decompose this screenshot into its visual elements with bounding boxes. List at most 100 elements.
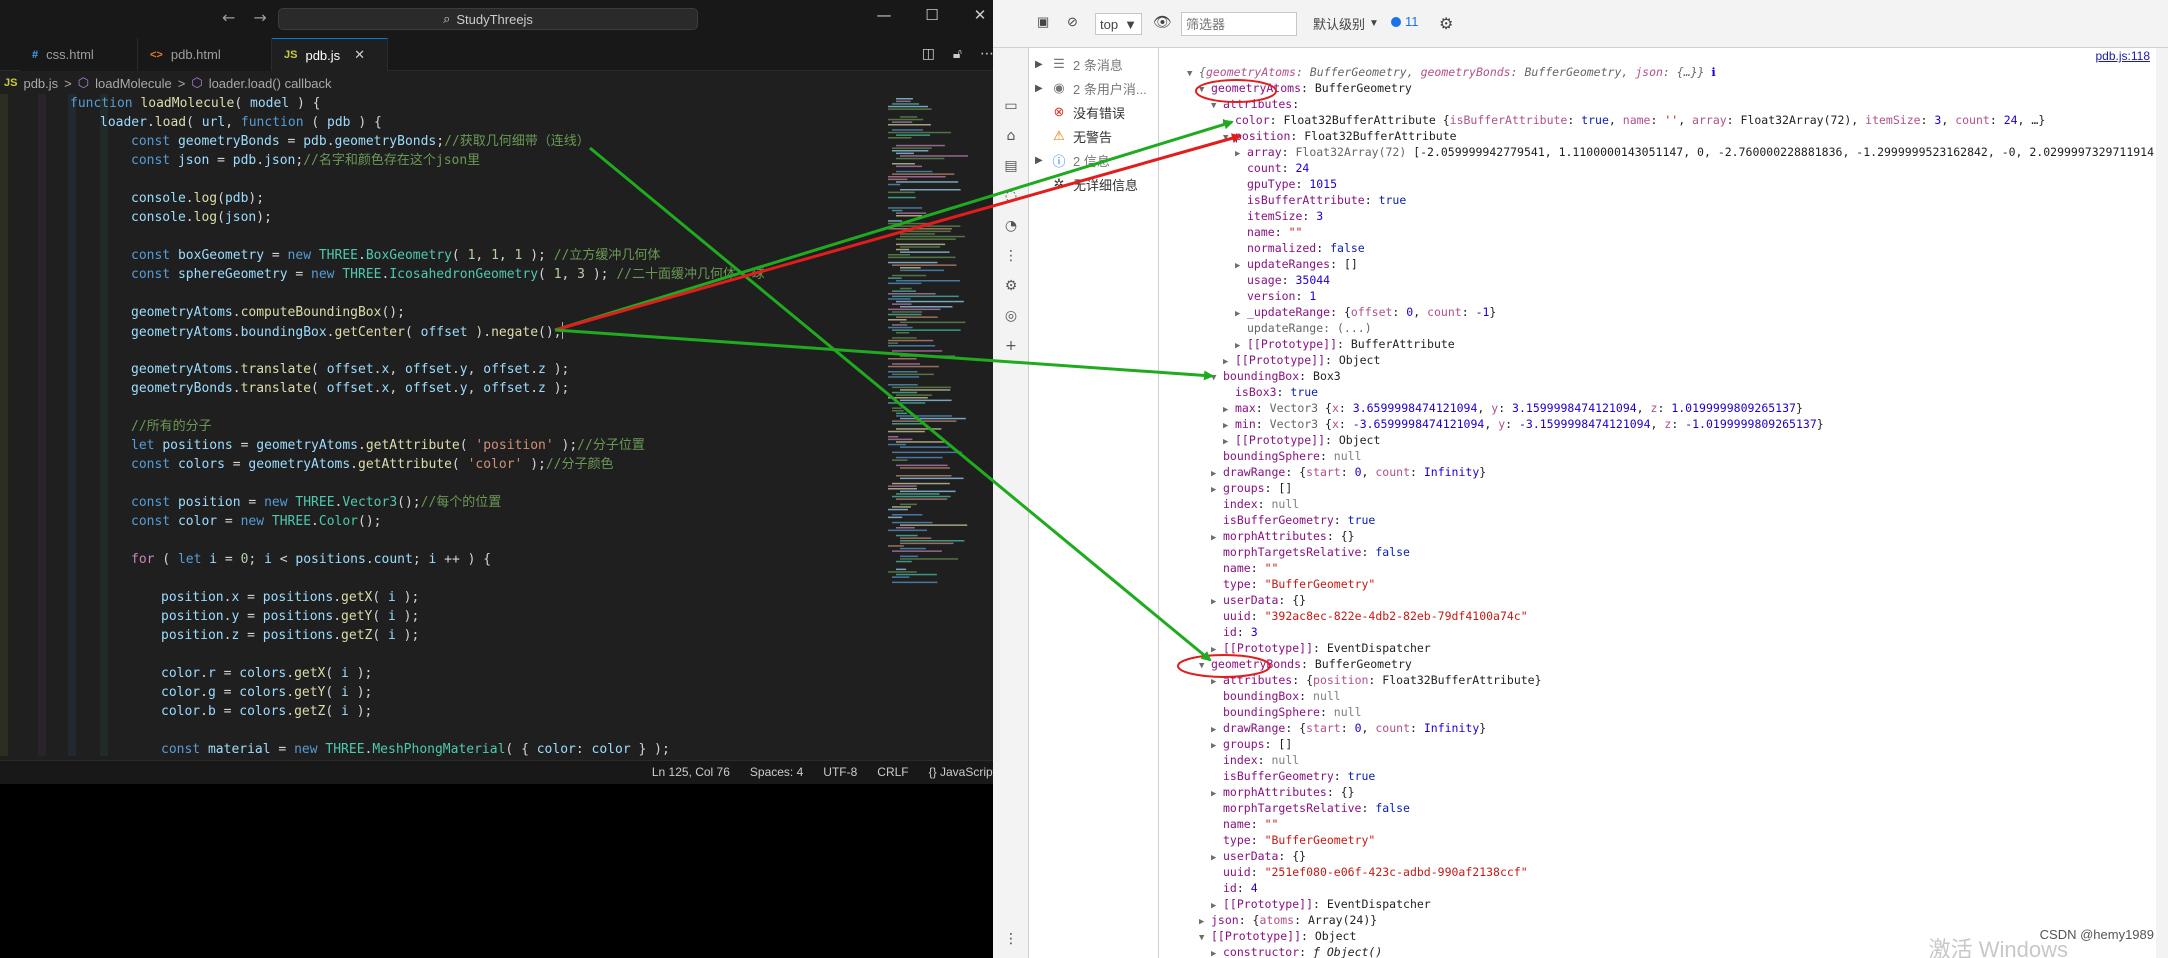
- console-tree-row[interactable]: ▼{geometryAtoms: BufferGeometry, geometr…: [1187, 64, 1716, 80]
- expand-triangle-icon[interactable]: ▶: [1223, 421, 1229, 431]
- expand-triangle-icon[interactable]: ▶: [1211, 789, 1217, 799]
- expand-triangle-icon[interactable]: ▶: [1223, 405, 1229, 415]
- sidebar-toggle-icon[interactable]: ▣: [1037, 14, 1050, 29]
- expand-triangle-icon[interactable]: ▼: [1199, 661, 1205, 671]
- expand-triangle-icon[interactable]: ▶: [1211, 725, 1217, 735]
- console-tree-row[interactable]: ▶morphAttributes: {}: [1211, 784, 1355, 800]
- more-actions-icon[interactable]: ⋯: [980, 46, 994, 62]
- minimize-icon[interactable]: —: [876, 6, 892, 24]
- console-tree-row[interactable]: ▶groups: []: [1211, 736, 1292, 752]
- source-link[interactable]: pdb.js:118: [2095, 49, 2151, 63]
- console-tree-row[interactable]: ▶constructor: ƒ Object(): [1211, 944, 1382, 958]
- console-tree-row[interactable]: ▶updateRanges: []: [1235, 256, 1358, 272]
- console-icon[interactable]: ⌂: [1006, 128, 1016, 144]
- tab-pdb-html[interactable]: <> pdb.html: [138, 38, 272, 71]
- expand-triangle-icon[interactable]: ▼: [1199, 933, 1205, 943]
- sidebar-item-info[interactable]: ▶ ⓘ 2 信息: [1029, 148, 1159, 172]
- breadcrumb-callback[interactable]: loader.load() callback: [208, 75, 332, 91]
- expand-triangle-icon[interactable]: ▶: [1223, 357, 1229, 367]
- console-tree-row[interactable]: ▶[[Prototype]]: Object: [1223, 432, 1380, 448]
- console-tree-row[interactable]: ▶[[Prototype]]: EventDispatcher: [1211, 640, 1431, 656]
- expand-triangle-icon[interactable]: ▶: [1211, 485, 1217, 495]
- sidebar-item-verbose[interactable]: ✲ 无详细信息: [1029, 172, 1159, 196]
- clear-console-icon[interactable]: ⊘: [1067, 14, 1078, 29]
- console-tree-row[interactable]: ▼[[Prototype]]: Object: [1199, 928, 1356, 944]
- expand-triangle-icon[interactable]: ▼: [1199, 85, 1205, 95]
- console-tree-row[interactable]: ▼position: Float32BufferAttribute: [1223, 128, 1457, 144]
- console-tree-row[interactable]: ▶[[Prototype]]: EventDispatcher: [1211, 896, 1431, 912]
- back-arrow-icon[interactable]: ←: [222, 8, 236, 27]
- console-tree-row[interactable]: ▼attributes:: [1211, 96, 1299, 112]
- tab-close-icon[interactable]: ✕: [354, 47, 366, 62]
- console-tree-row[interactable]: ▶drawRange: {start: 0, count: Infinity}: [1211, 720, 1486, 736]
- console-tree-row[interactable]: ▶min: Vector3 {x: -3.6599998474121094, y…: [1223, 416, 1824, 432]
- expand-triangle-icon[interactable]: ▶: [1211, 901, 1217, 911]
- expand-triangle-icon[interactable]: ▶: [1235, 341, 1241, 351]
- sidebar-item-user-messages[interactable]: ▶ ◉ 2 条用户消...: [1029, 76, 1159, 100]
- console-tree-row[interactable]: ▶[[Prototype]]: BufferAttribute: [1235, 336, 1455, 352]
- console-tree-row[interactable]: ▶userData: {}: [1211, 848, 1306, 864]
- console-tree-row[interactable]: ▶groups: []: [1211, 480, 1292, 496]
- encoding[interactable]: UTF-8: [823, 765, 858, 779]
- expand-triangle-icon[interactable]: ▶: [1223, 437, 1229, 447]
- memory-icon[interactable]: ⋮: [1004, 248, 1018, 264]
- sidebar-item-errors[interactable]: ⊗ 没有错误: [1029, 100, 1159, 124]
- forward-arrow-icon[interactable]: →: [253, 8, 267, 27]
- expand-triangle-icon[interactable]: ▶: [1211, 741, 1217, 751]
- tab-pdb-js[interactable]: JS pdb.js ✕: [272, 38, 388, 71]
- tab-css-html[interactable]: # css.html: [20, 38, 138, 71]
- console-tree-row[interactable]: ▼boundingBox: Box3: [1211, 368, 1341, 384]
- command-center-search[interactable]: ⌕ StudyThreejs: [278, 8, 698, 30]
- security-icon[interactable]: ◎: [1004, 308, 1018, 324]
- sidebar-item-messages[interactable]: ▶ ☰ 2 条消息: [1029, 52, 1159, 76]
- console-output[interactable]: pdb.js:118 ▼{geometryAtoms: BufferGeomet…: [1159, 48, 2168, 958]
- expand-triangle-icon[interactable]: ▶: [1211, 853, 1217, 863]
- elements-icon[interactable]: ▭: [1004, 98, 1018, 114]
- line-ending[interactable]: CRLF: [877, 765, 909, 779]
- issues-badge[interactable]: 11: [1391, 14, 1419, 29]
- expand-triangle-icon[interactable]: ▶: [1035, 58, 1043, 70]
- console-tree-row[interactable]: ▼geometryBonds: BufferGeometry: [1199, 656, 1412, 672]
- console-tree-row[interactable]: ▶array: Float32Array(72) [-2.05999994277…: [1235, 144, 2161, 160]
- expand-triangle-icon[interactable]: ▶: [1211, 597, 1217, 607]
- expand-triangle-icon[interactable]: ▶: [1211, 645, 1217, 655]
- sidebar-item-warnings[interactable]: ⚠ 无警告: [1029, 124, 1159, 148]
- log-levels-dropdown[interactable]: 默认级别 ▼: [1313, 14, 1379, 33]
- language-mode[interactable]: {} JavaScript: [928, 765, 996, 779]
- console-tree-row[interactable]: ▶color: Float32BufferAttribute {isBuffer…: [1223, 112, 2045, 128]
- context-selector[interactable]: top ▼: [1095, 13, 1142, 35]
- expand-triangle-icon[interactable]: ▶: [1211, 949, 1217, 958]
- expand-triangle-icon[interactable]: ▼: [1187, 69, 1193, 79]
- expand-triangle-icon[interactable]: ▼: [1211, 373, 1217, 383]
- expand-triangle-icon[interactable]: ▶: [1199, 917, 1205, 927]
- expand-triangle-icon[interactable]: ▶: [1211, 469, 1217, 479]
- network-icon[interactable]: ◌: [1004, 188, 1018, 204]
- console-tree-row[interactable]: ▶_updateRange: {offset: 0, count: -1}: [1235, 304, 1496, 320]
- application-icon[interactable]: ⚙: [1004, 278, 1018, 294]
- breadcrumb-function[interactable]: loadMolecule: [95, 75, 172, 91]
- maximize-icon[interactable]: ☐: [925, 6, 939, 24]
- expand-triangle-icon[interactable]: ▼: [1211, 101, 1217, 111]
- indentation[interactable]: Spaces: 4: [749, 765, 804, 779]
- performance-icon[interactable]: ◔: [1004, 218, 1018, 234]
- console-scrollbar[interactable]: [2156, 48, 2168, 958]
- console-tree-row[interactable]: ▶morphAttributes: {}: [1211, 528, 1355, 544]
- expand-triangle-icon[interactable]: ▶: [1035, 154, 1043, 166]
- add-tool-icon[interactable]: +: [1005, 338, 1017, 354]
- console-tree-row[interactable]: ▶drawRange: {start: 0, count: Infinity}: [1211, 464, 1486, 480]
- split-editor-icon[interactable]: ◫: [921, 46, 935, 62]
- expand-triangle-icon[interactable]: ▶: [1211, 677, 1217, 687]
- minimap[interactable]: [880, 94, 996, 756]
- expand-triangle-icon[interactable]: ▶: [1035, 82, 1043, 94]
- sources-icon[interactable]: ▤: [1004, 158, 1018, 174]
- console-tree-row[interactable]: ▶max: Vector3 {x: 3.6599998474121094, y:…: [1223, 400, 1803, 416]
- filter-input[interactable]: [1181, 12, 1297, 36]
- breadcrumb-file[interactable]: pdb.js: [23, 75, 59, 91]
- console-tree-row[interactable]: ▶[[Prototype]]: Object: [1223, 352, 1380, 368]
- close-icon[interactable]: ✕: [973, 6, 987, 24]
- console-tree-row[interactable]: ▶attributes: {position: Float32BufferAtt…: [1211, 672, 1542, 688]
- expand-triangle-icon[interactable]: ▶: [1211, 533, 1217, 543]
- code-editor[interactable]: function loadMolecule( model ) { loader.…: [0, 94, 880, 756]
- more-icon[interactable]: ⋮: [1004, 931, 1018, 947]
- expand-triangle-icon[interactable]: ▼: [1223, 133, 1229, 143]
